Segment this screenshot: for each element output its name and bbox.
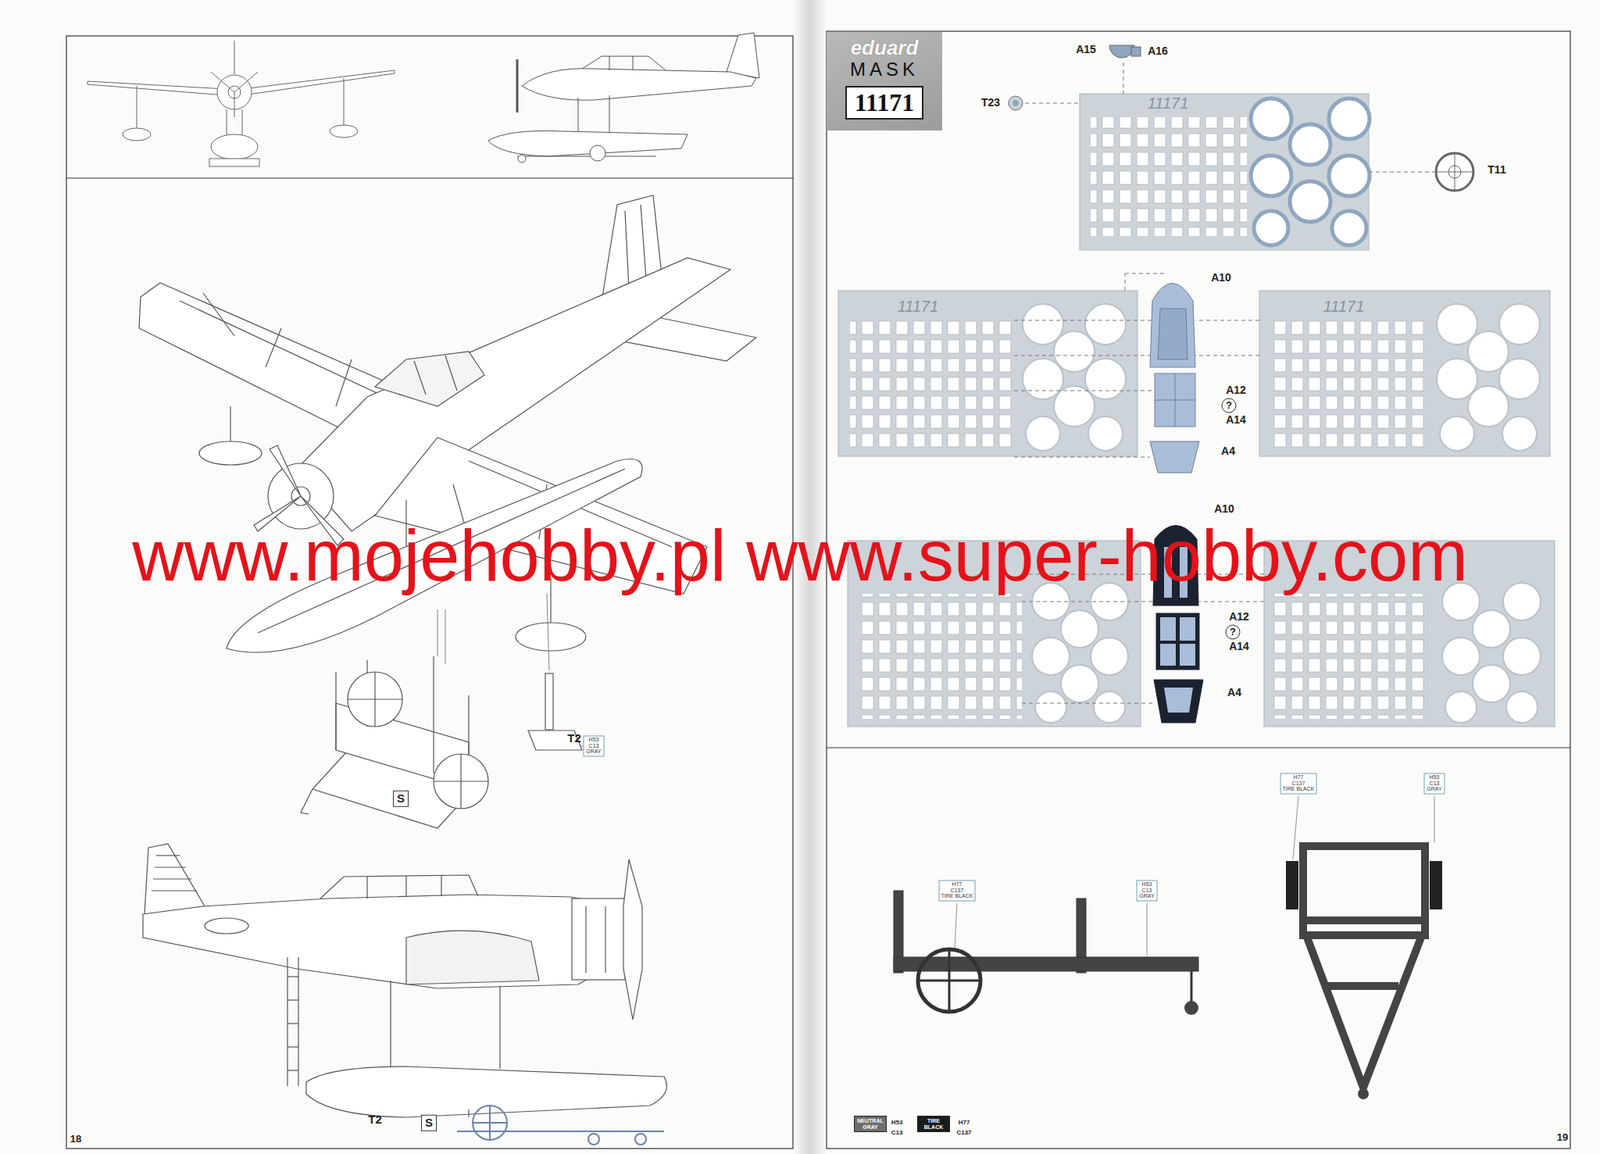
node-text: H53 C13 xyxy=(585,736,603,749)
paint-callout: H77 C137TIRE BLACK xyxy=(1280,772,1318,794)
node-text: H77 C137 xyxy=(948,881,965,893)
paint-code: H77 xyxy=(957,1119,972,1127)
subassembly-box: S xyxy=(421,1114,437,1132)
node-subtext: GRAY xyxy=(1139,893,1156,900)
paint-code: C137 xyxy=(955,1129,972,1137)
node-text: H77 C137 xyxy=(1289,774,1307,786)
legend-text: TIRE BLACK xyxy=(920,1117,947,1130)
mask-number: A4 xyxy=(1227,686,1242,699)
mask-number: A14 xyxy=(1225,414,1247,426)
watermark: www.mojehobby.pl www.super-hobby.com xyxy=(132,516,1468,596)
mask-number: A16 xyxy=(1147,45,1168,58)
page-number: 19 xyxy=(1557,1132,1568,1143)
color-swatch: NEUTRAL GRAY xyxy=(853,1115,887,1133)
page-number: 18 xyxy=(70,1133,82,1145)
set-number-box: 11171 xyxy=(845,85,924,120)
node-subtext: TIRE BLACK xyxy=(1282,786,1315,793)
color-swatch: TIRE BLACK xyxy=(917,1115,950,1133)
paint-code: H53 xyxy=(890,1119,904,1127)
node-text: eduard xyxy=(832,36,936,60)
paint-callout: H53 C13GRAY xyxy=(1424,772,1446,794)
mask-number: A12 xyxy=(1225,384,1247,397)
paint-callout: H77 C137TIRE BLACK xyxy=(939,879,976,901)
paint-callout: H53 C13GRAY xyxy=(583,735,605,757)
sheet-number: 11171 xyxy=(1323,297,1365,315)
node-text: S xyxy=(425,1116,433,1130)
node-subtext: GRAY xyxy=(1426,786,1443,793)
option-mark: ? xyxy=(1225,400,1233,411)
node-subtext: TIRE BLACK xyxy=(941,893,974,900)
mask-number: A4 xyxy=(1221,445,1236,458)
mask-number: A12 xyxy=(1228,610,1250,623)
paint-callout: H53 C13GRAY xyxy=(1136,879,1158,901)
mask-number: T23 xyxy=(981,96,1000,109)
node-subtext: MASK xyxy=(832,59,936,80)
sheet-number: 11171 xyxy=(1147,94,1190,112)
sheet-number: 11171 xyxy=(897,297,940,315)
mask-number: A10 xyxy=(1210,271,1232,284)
subassembly-box: S xyxy=(392,790,409,808)
mask-number: A10 xyxy=(1214,503,1235,515)
part-number: T2 xyxy=(367,1113,383,1127)
mask-number: T11 xyxy=(1487,164,1506,176)
node-text: H53 C13 xyxy=(1426,774,1443,786)
node-text: H53 C13 xyxy=(1139,881,1156,893)
node-text: 11171 xyxy=(854,89,915,117)
mask-number: A14 xyxy=(1228,640,1250,653)
paint-code: C13 xyxy=(890,1129,904,1137)
legend-text: NEUTRAL GRAY xyxy=(857,1117,884,1130)
option-mark: ? xyxy=(1229,626,1236,638)
brand-logo: eduardMASK 11171 xyxy=(826,32,943,131)
mask-number: A15 xyxy=(1075,43,1097,56)
node-text: S xyxy=(396,792,405,806)
node-subtext: GRAY xyxy=(585,749,603,756)
part-number: T2 xyxy=(567,732,582,746)
